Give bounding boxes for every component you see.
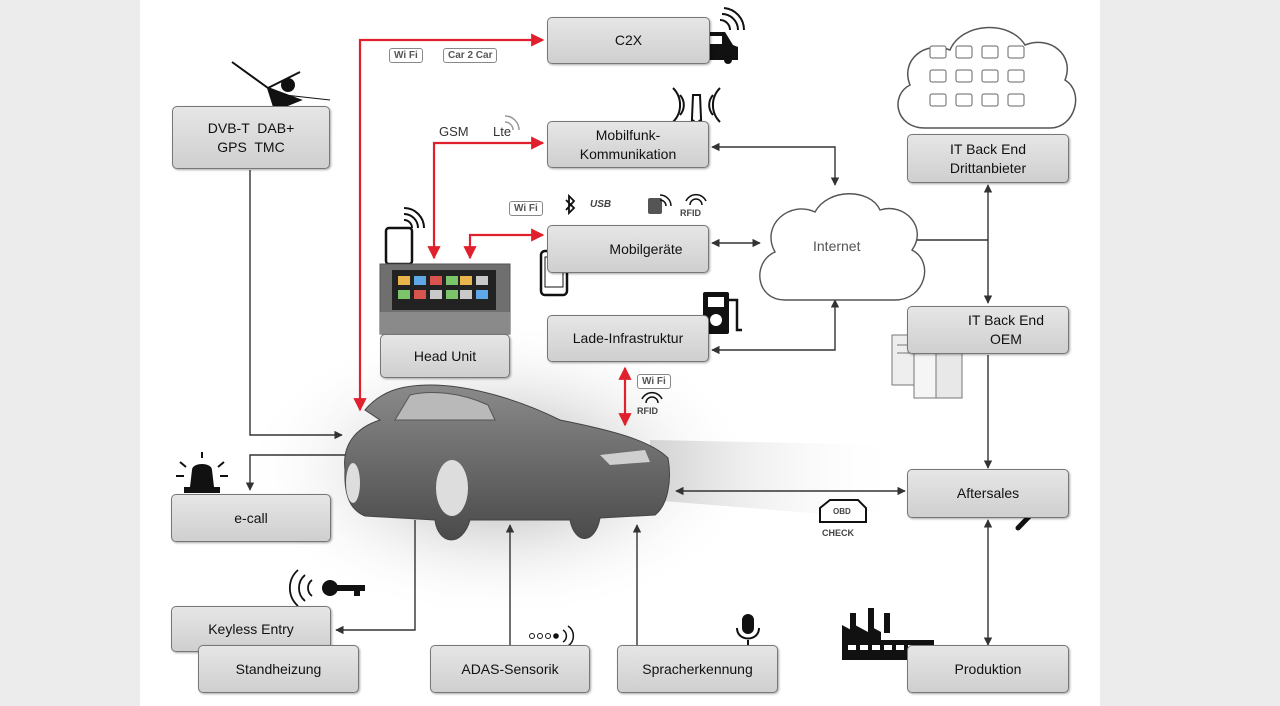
- box-mobilfunk: Mobilfunk- Kommunikation: [547, 121, 709, 168]
- link-c2x-car: [353, 33, 545, 412]
- left-margin: [0, 0, 140, 706]
- check-label: CHECK: [822, 528, 855, 538]
- box-standheizung-label: Standheizung: [235, 660, 322, 677]
- obd-check-icon: [819, 499, 867, 523]
- box-broadcast: DVB-T DAB+ GPS TMC: [172, 106, 330, 169]
- box-lade: Lade-Infrastruktur: [547, 315, 709, 362]
- bluetooth-icon: [565, 193, 576, 216]
- box-keyless-label: Keyless Entry: [208, 621, 294, 637]
- box-c2x: C2X: [547, 17, 710, 64]
- tablet-wifi-icon: [403, 207, 425, 229]
- sensor-icon: [529, 625, 575, 647]
- cloud-icon: [759, 193, 926, 301]
- link-car-keyless: [335, 520, 416, 635]
- box-headunit: Head Unit: [380, 334, 510, 378]
- link-car-ecall: [245, 454, 350, 491]
- link-broadcast-car: [249, 170, 343, 440]
- box-c2x-label: C2X: [614, 32, 643, 48]
- tablet-icon: [384, 226, 414, 266]
- box-standheizung: Standheizung: [198, 645, 359, 693]
- box-ecall-label: e-call: [234, 509, 268, 526]
- headunit-screen-image: [379, 263, 511, 335]
- box-produktion-label: Produktion: [954, 660, 1022, 677]
- rfid-wave-icon: [685, 193, 707, 206]
- link-mobilfunk-headunit: [427, 136, 545, 260]
- box-adas: ADAS-Sensorik: [430, 645, 590, 693]
- obd-label: OBD: [833, 507, 851, 516]
- box-broadcast-line2: GPS TMC: [217, 138, 285, 155]
- car-wheel-front: [436, 460, 468, 516]
- box-it-drittanbieter-line2: Drittanbieter: [949, 159, 1027, 176]
- box-it-oem: IT Back End OEM: [907, 306, 1069, 354]
- box-spracherkennung-label: Spracherkennung: [642, 660, 753, 677]
- box-mobilgeraete-label: Mobilgeräte: [609, 240, 683, 257]
- box-lade-label: Lade-Infrastruktur: [572, 330, 684, 346]
- link-internet-lade: [711, 299, 840, 355]
- lte-signal-icon: [504, 115, 520, 131]
- car-window: [394, 391, 496, 421]
- box-mobilfunk-line2: Kommunikation: [579, 145, 677, 162]
- app-grid: [929, 45, 1025, 107]
- rfid-label-lade: RFID: [637, 406, 658, 416]
- right-margin: [1100, 0, 1280, 706]
- internet-label: Internet: [813, 238, 861, 254]
- box-it-oem-line1: IT Back End: [967, 312, 1044, 328]
- gsm-label: GSM: [439, 124, 469, 139]
- box-adas-label: ADAS-Sensorik: [461, 660, 559, 677]
- box-aftersales-label: Aftersales: [956, 485, 1020, 501]
- car-icon: [344, 384, 670, 541]
- wifi-badge-lade: Wi Fi: [637, 374, 671, 389]
- nfc-icon: [648, 198, 662, 214]
- box-it-drittanbieter: IT Back End Drittanbieter: [907, 134, 1069, 183]
- box-it-oem-line2: OEM: [990, 331, 1022, 347]
- car-headlight: [600, 450, 650, 465]
- antenna-icon: [231, 61, 331, 112]
- link-internet-mobilfunk: [711, 142, 840, 186]
- box-mobilgeraete: Mobilgeräte: [547, 225, 709, 273]
- c2x-wifi-icon: [719, 7, 746, 31]
- box-mobilfunk-line1: Mobilfunk-: [595, 126, 661, 143]
- box-broadcast-line1: DVB-T DAB+: [207, 119, 295, 136]
- box-spracherkennung: Spracherkennung: [617, 645, 778, 693]
- rfid-label-mobil: RFID: [680, 208, 701, 218]
- siren-icon: [176, 452, 228, 493]
- rfid-wave-icon-2: [641, 391, 663, 404]
- box-produktion: Produktion: [907, 645, 1069, 693]
- car-wheel-rear: [346, 463, 360, 503]
- nfc-waves: [659, 194, 672, 207]
- box-ecall: e-call: [171, 494, 331, 542]
- ev-charger-icon: [703, 292, 742, 334]
- microphone-icon: [736, 614, 760, 648]
- box-headunit-label: Head Unit: [413, 347, 477, 364]
- lte-label: Lte: [493, 124, 512, 139]
- usb-label: USB: [590, 199, 612, 210]
- link-mobilgeraete-headunit: [463, 228, 545, 260]
- wifi-badge-mobil: Wi Fi: [509, 201, 543, 216]
- remote-key-icon: [288, 569, 365, 607]
- box-keyless: Keyless Entry: [171, 606, 331, 652]
- car2car-badge: Car 2 Car: [443, 48, 498, 63]
- wifi-badge-c2x: Wi Fi: [389, 48, 423, 63]
- red-links: [353, 33, 632, 427]
- box-aftersales: Aftersales: [907, 469, 1069, 518]
- box-it-drittanbieter-line1: IT Back End: [949, 140, 1026, 157]
- dark-links: [245, 142, 993, 646]
